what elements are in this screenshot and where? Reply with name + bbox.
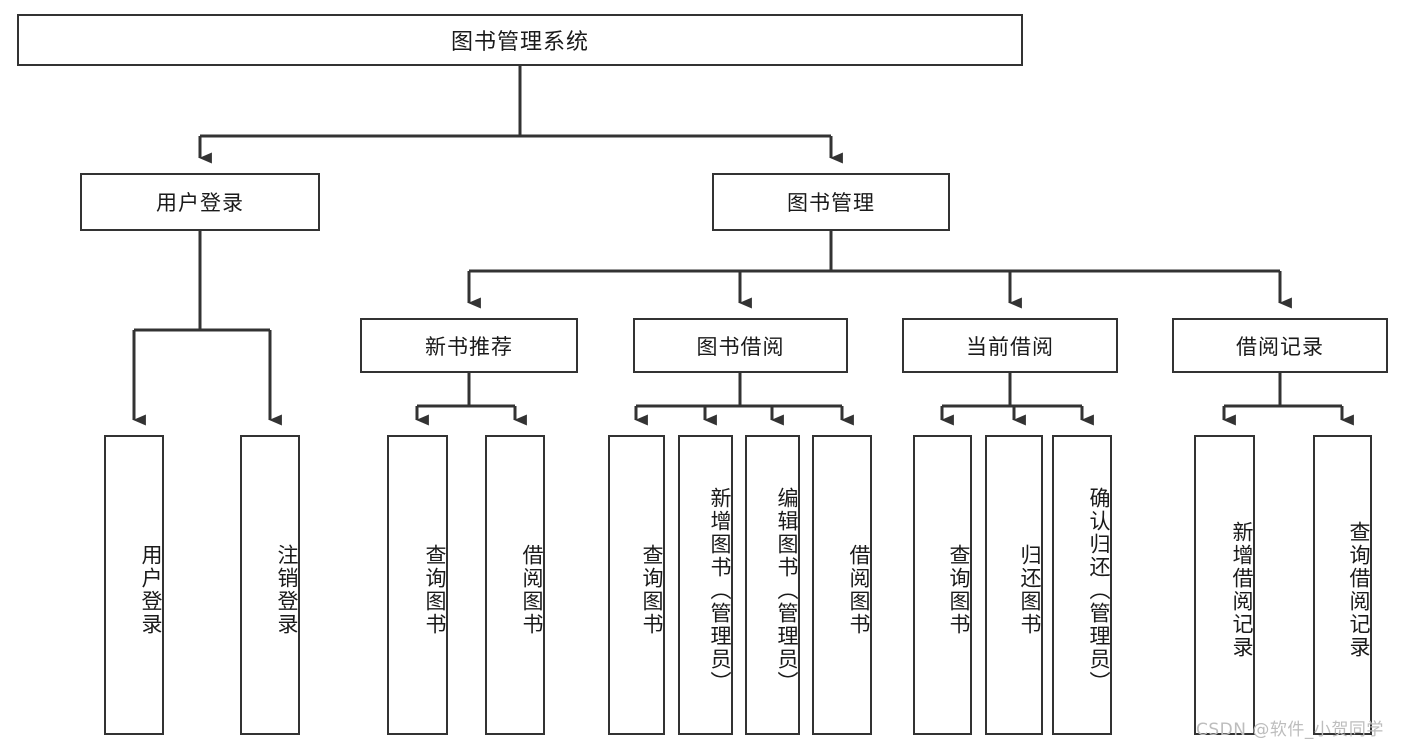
- node-leaf-confirm-return[interactable]: 确认归还（管理员）: [1052, 435, 1112, 735]
- node-current-borrow[interactable]: 当前借阅: [902, 318, 1118, 373]
- node-leaf-rec-borrow-book[interactable]: 借阅图书: [485, 435, 545, 735]
- node-borrow-record[interactable]: 借阅记录: [1172, 318, 1388, 373]
- node-leaf-return-book[interactable]: 归还图书: [985, 435, 1043, 735]
- node-leaf-borrow-book[interactable]: 借阅图书: [812, 435, 872, 735]
- node-leaf-cur-query-book[interactable]: 查询图书: [913, 435, 972, 735]
- node-book-manage[interactable]: 图书管理: [712, 173, 950, 231]
- node-leaf-rec-query-book[interactable]: 查询图书: [387, 435, 448, 735]
- node-leaf-logout[interactable]: 注销登录: [240, 435, 300, 735]
- node-root[interactable]: 图书管理系统: [17, 14, 1023, 66]
- node-leaf-add-record[interactable]: 新增借阅记录: [1194, 435, 1255, 735]
- node-leaf-user-login[interactable]: 用户登录: [104, 435, 164, 735]
- node-leaf-edit-book[interactable]: 编辑图书（管理员）: [745, 435, 800, 735]
- node-leaf-borrow-query-book[interactable]: 查询图书: [608, 435, 665, 735]
- node-leaf-add-book[interactable]: 新增图书（管理员）: [678, 435, 733, 735]
- node-book-borrow[interactable]: 图书借阅: [633, 318, 848, 373]
- node-leaf-query-record[interactable]: 查询借阅记录: [1313, 435, 1372, 735]
- node-user-login[interactable]: 用户登录: [80, 173, 320, 231]
- watermark-text: CSDN @软件_小贺同学: [1196, 720, 1384, 740]
- node-new-book-rec[interactable]: 新书推荐: [360, 318, 578, 373]
